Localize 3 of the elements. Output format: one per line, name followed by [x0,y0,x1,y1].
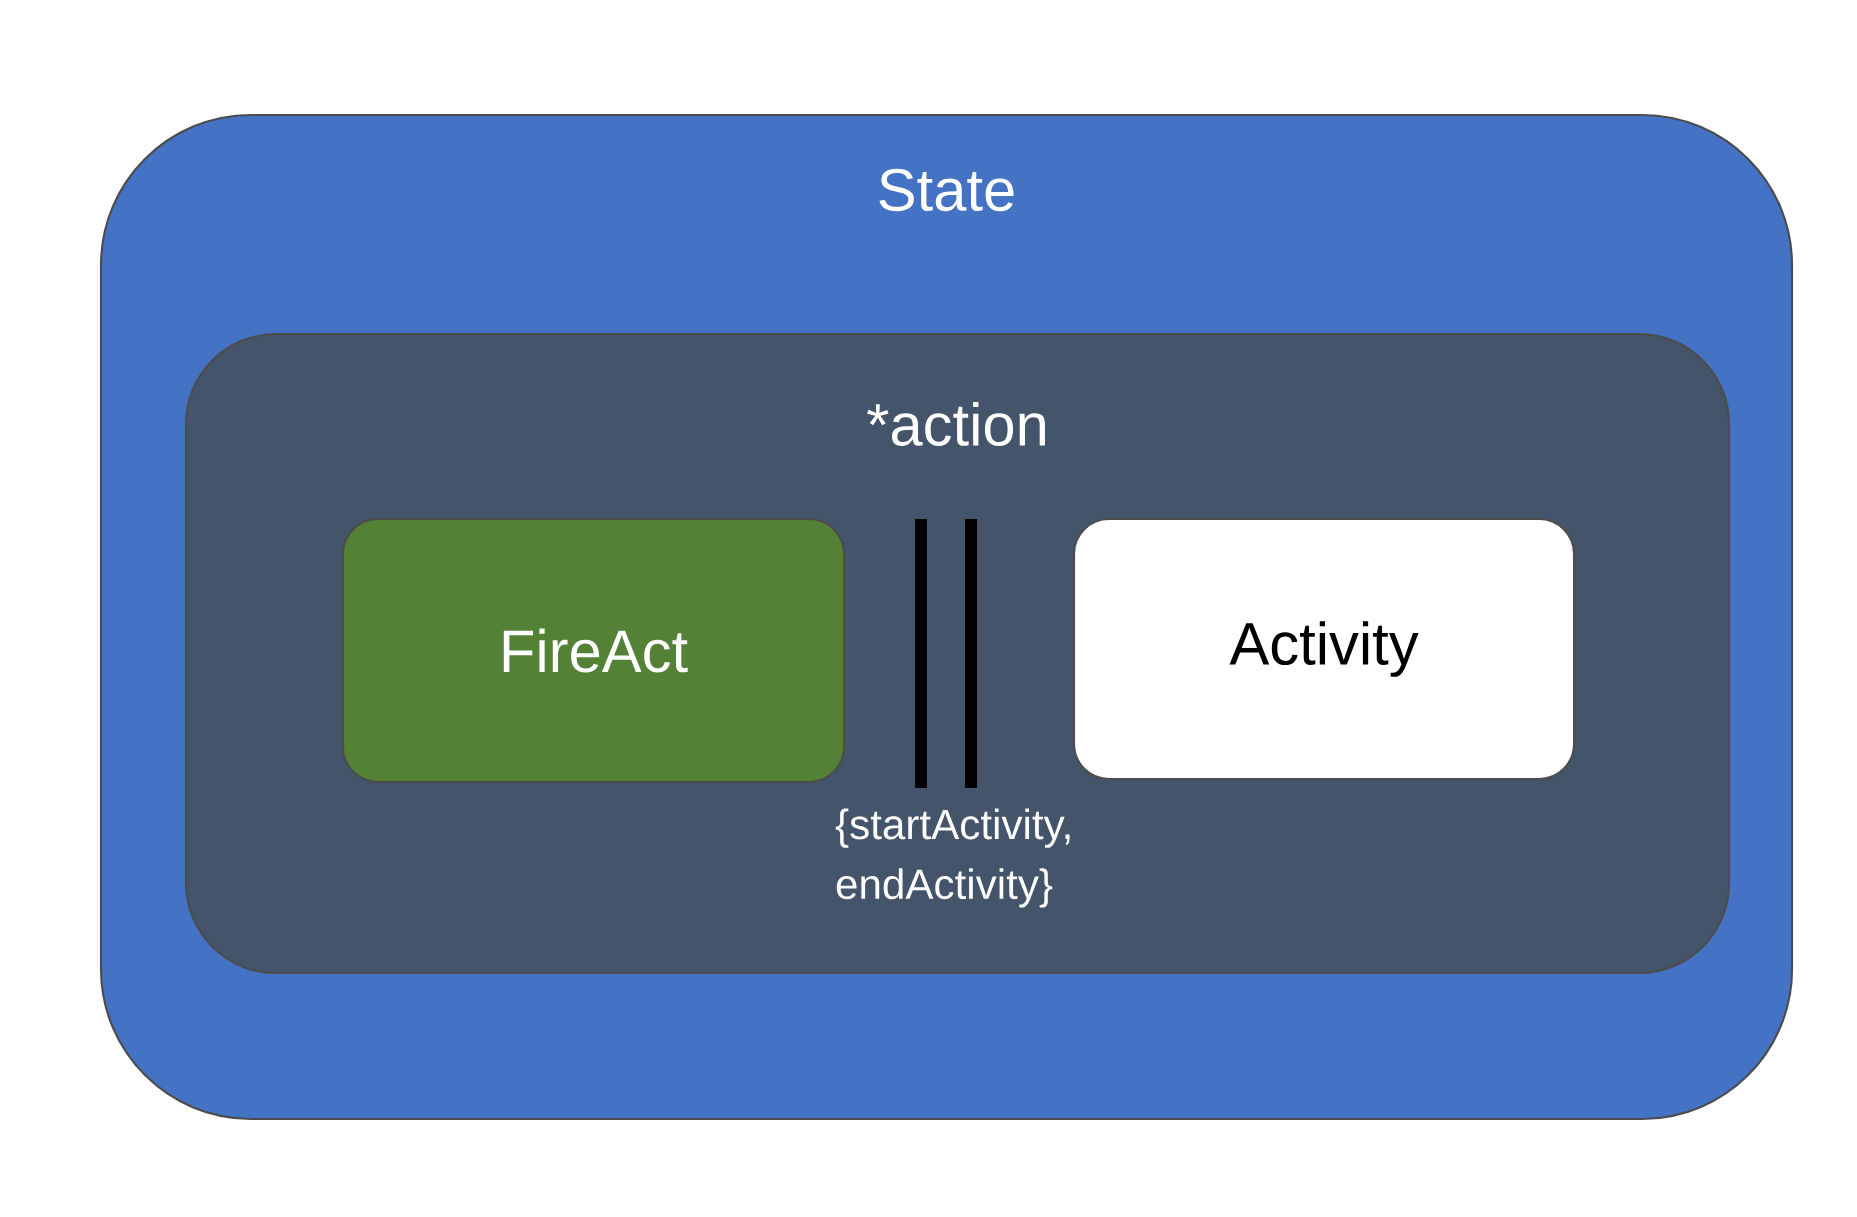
state-box: FireAct [341,517,846,784]
constraint-label: {startActivity, endActivity} [835,808,1070,908]
state-box: Activity [1072,517,1576,781]
